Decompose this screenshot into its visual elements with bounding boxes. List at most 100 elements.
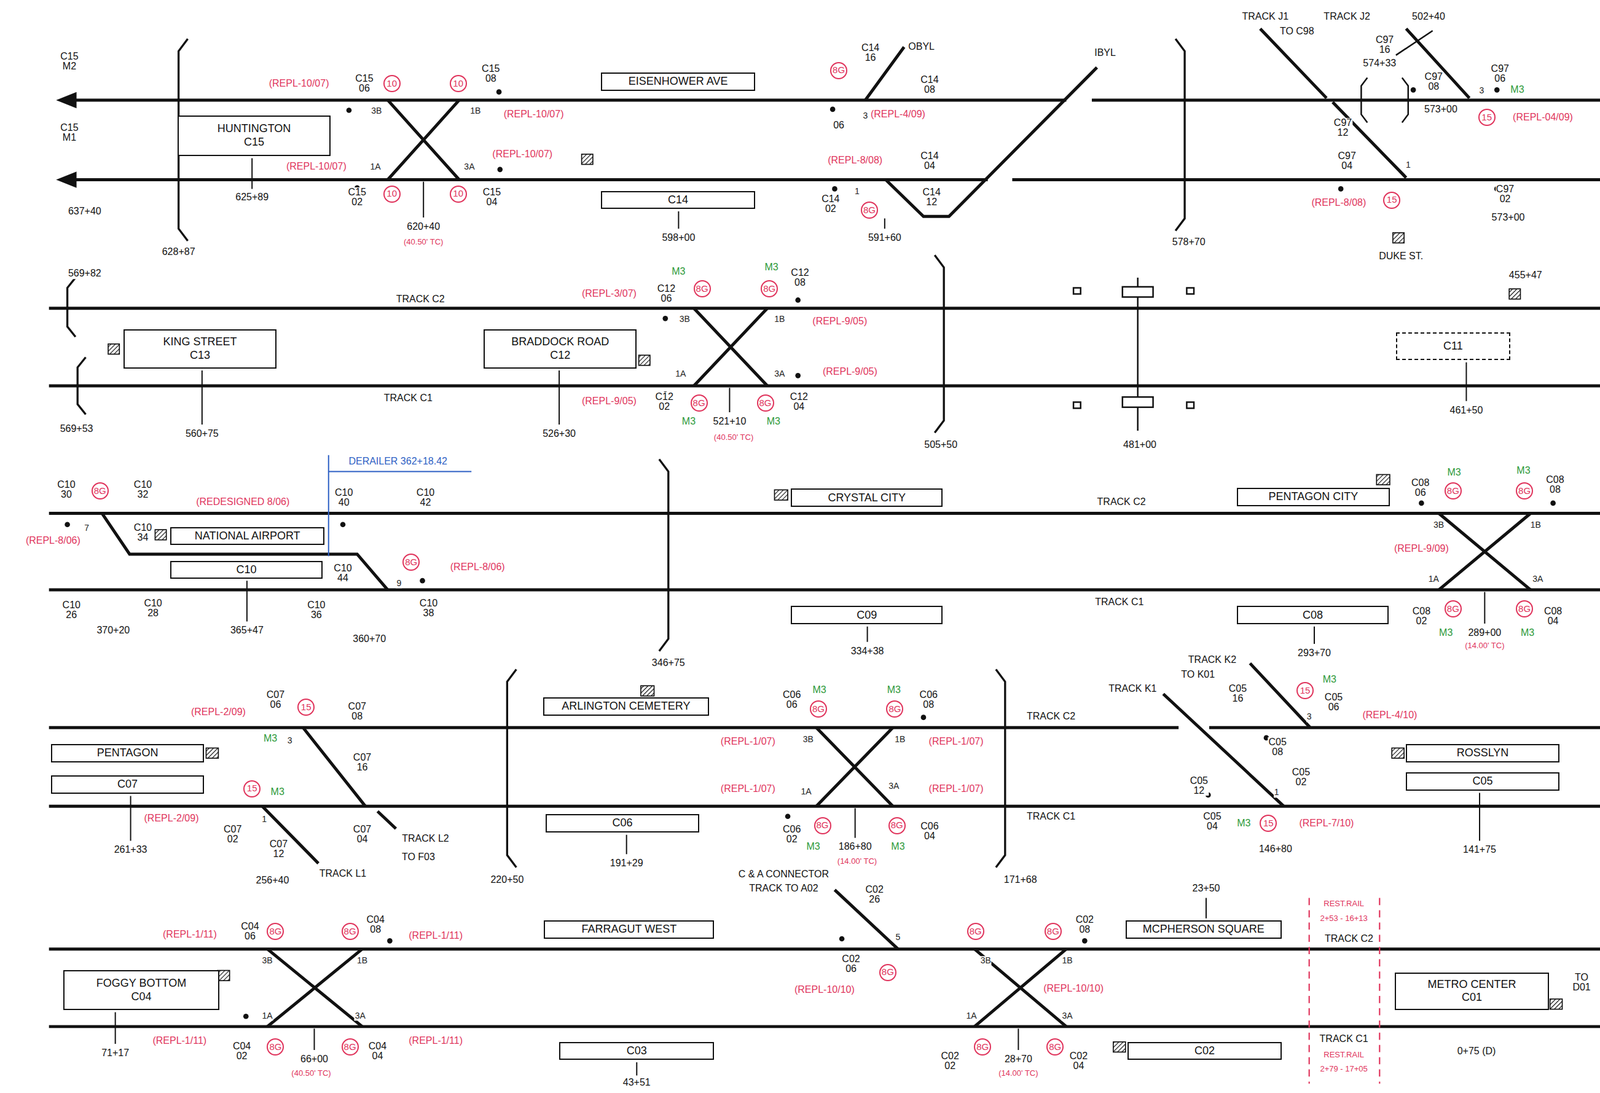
signal-name: C97 02 [1495, 184, 1515, 204]
station-box: BRADDOCK ROADC12 [483, 329, 637, 369]
station-marker [1376, 474, 1390, 485]
bracket [659, 459, 669, 652]
revision-note: (REPL-9/05) [581, 395, 638, 407]
section-brackets [67, 38, 1409, 868]
dimension-label: 578+70 [1171, 236, 1207, 248]
circled-number: 15 [1296, 682, 1314, 700]
dimension-label: TRACK J2 [1322, 11, 1371, 23]
signal-name: C10 38 [419, 598, 439, 619]
dimension-label: 346+75 [651, 658, 686, 670]
signal-name: C14 08 [919, 74, 939, 95]
circled-number: 15 [1259, 814, 1277, 832]
signal-name: C04 02 [232, 1041, 252, 1062]
signal-name: C07 04 [352, 824, 372, 845]
revision-note: (REPL-10/10) [1042, 983, 1105, 995]
station-marker [774, 489, 788, 501]
rest-rail-limits [1309, 898, 1381, 1084]
station-name: C12 [549, 349, 571, 363]
revision-note: (REPL-3/07) [581, 288, 638, 300]
revision-note: (REPL-1/07) [720, 783, 777, 795]
circled-number: 15 [1478, 108, 1496, 126]
dimension-label: TO C98 [1279, 26, 1315, 38]
switch-number: 3A [773, 369, 786, 380]
signal-aspect: M3 [1520, 627, 1535, 639]
signal-name: C14 02 [820, 194, 840, 214]
switch-number: 3B [370, 106, 383, 116]
switch-number: 7 [83, 524, 90, 534]
bracket [934, 254, 944, 433]
dimension-label: 625+89 [234, 191, 270, 203]
signal-name: C14 16 [860, 43, 880, 63]
circled-number: 15 [243, 780, 261, 798]
dimension-label: 06 [832, 119, 845, 131]
station-box: HUNTINGTONC15 [177, 115, 331, 157]
station-name: C05 [1472, 774, 1493, 789]
switch-number: 3A [1531, 575, 1544, 585]
station-name: C08 [1302, 608, 1323, 623]
revision-note: (REPL-1/11) [151, 1035, 208, 1047]
station-marker [640, 685, 655, 697]
track-circuit-note: (14.00' TC) [997, 1069, 1039, 1078]
revision-note: (REPL-10/07) [268, 78, 330, 90]
signal [497, 167, 503, 173]
signal-aspect: M3 [1509, 84, 1525, 96]
dimension-label: 186+80 [838, 841, 873, 853]
crossover [267, 949, 362, 1027]
signal-name: C97 16 [1375, 35, 1395, 55]
signal-name: C14 04 [919, 151, 939, 171]
circled-number: 8G [1444, 600, 1462, 618]
revision-note: (REPL-8/08) [1310, 197, 1367, 209]
turnout [865, 47, 1097, 217]
signal-aspect: M3 [1322, 674, 1338, 686]
circled-number: 8G [91, 482, 109, 500]
switch-number: 1 [261, 814, 268, 824]
signal-aspect: M3 [805, 841, 821, 853]
dimension-label: 293+70 [1297, 647, 1332, 659]
signal [921, 714, 927, 721]
track-circuit-note: REST.RAIL [1322, 1050, 1365, 1060]
switch-number: 3 [286, 736, 294, 746]
dimension-label: 146+80 [1258, 843, 1293, 855]
signal-name: C05 06 [1324, 692, 1344, 713]
station-marker [108, 344, 120, 355]
station-box: EISENHOWER AVE [600, 72, 756, 91]
dimension-label: 637+40 [67, 205, 102, 217]
signal [795, 297, 801, 303]
signal-name: C04 06 [240, 921, 260, 942]
station-marker [581, 154, 593, 165]
signal-aspect: M3 [681, 415, 697, 428]
revision-note: (REPL-1/11) [407, 930, 464, 942]
dimension-label: IBYL [1093, 47, 1117, 59]
signal [1418, 500, 1425, 507]
signal-name: C06 04 [919, 821, 939, 842]
signal-name: C08 06 [1410, 478, 1430, 498]
dimension-label: TRACK C2 [1026, 710, 1076, 722]
dimension-label: 461+50 [1449, 404, 1484, 416]
signal [785, 813, 791, 820]
circled-number: 8G [830, 62, 848, 80]
switch-number: 1B [1529, 521, 1542, 531]
circled-number: 8G [341, 1038, 359, 1056]
leader-line [115, 158, 1486, 1076]
signal-name: C97 08 [1424, 71, 1444, 92]
signal-name: C06 02 [782, 824, 802, 845]
dimension-label: TRACK C1 [1026, 811, 1076, 823]
dimension-label: 560+75 [184, 428, 220, 440]
station-marker [205, 747, 219, 759]
dimension-label: TRACK C1 [1094, 596, 1145, 608]
signal [1410, 87, 1417, 93]
dimension-label: TRACK TO A02 [748, 883, 819, 895]
dimension-label: 526+30 [541, 428, 577, 440]
signal-name: C05 12 [1189, 776, 1209, 796]
revision-note: (REPL-10/07) [285, 160, 348, 173]
signal-name: C15 M1 [59, 122, 79, 143]
switch-number: 1A [1427, 575, 1440, 585]
signal-name: C97 04 [1337, 151, 1357, 171]
switch-number: 3A [887, 782, 900, 792]
station-name: PENTAGON [97, 746, 159, 761]
station-name: ARLINGTON CEMETERY [561, 699, 691, 714]
switch-number: 9 [395, 578, 402, 589]
bracket [1402, 77, 1409, 123]
station-name: BRADDOCK ROAD [511, 335, 609, 350]
signal-name: C12 06 [656, 283, 676, 304]
